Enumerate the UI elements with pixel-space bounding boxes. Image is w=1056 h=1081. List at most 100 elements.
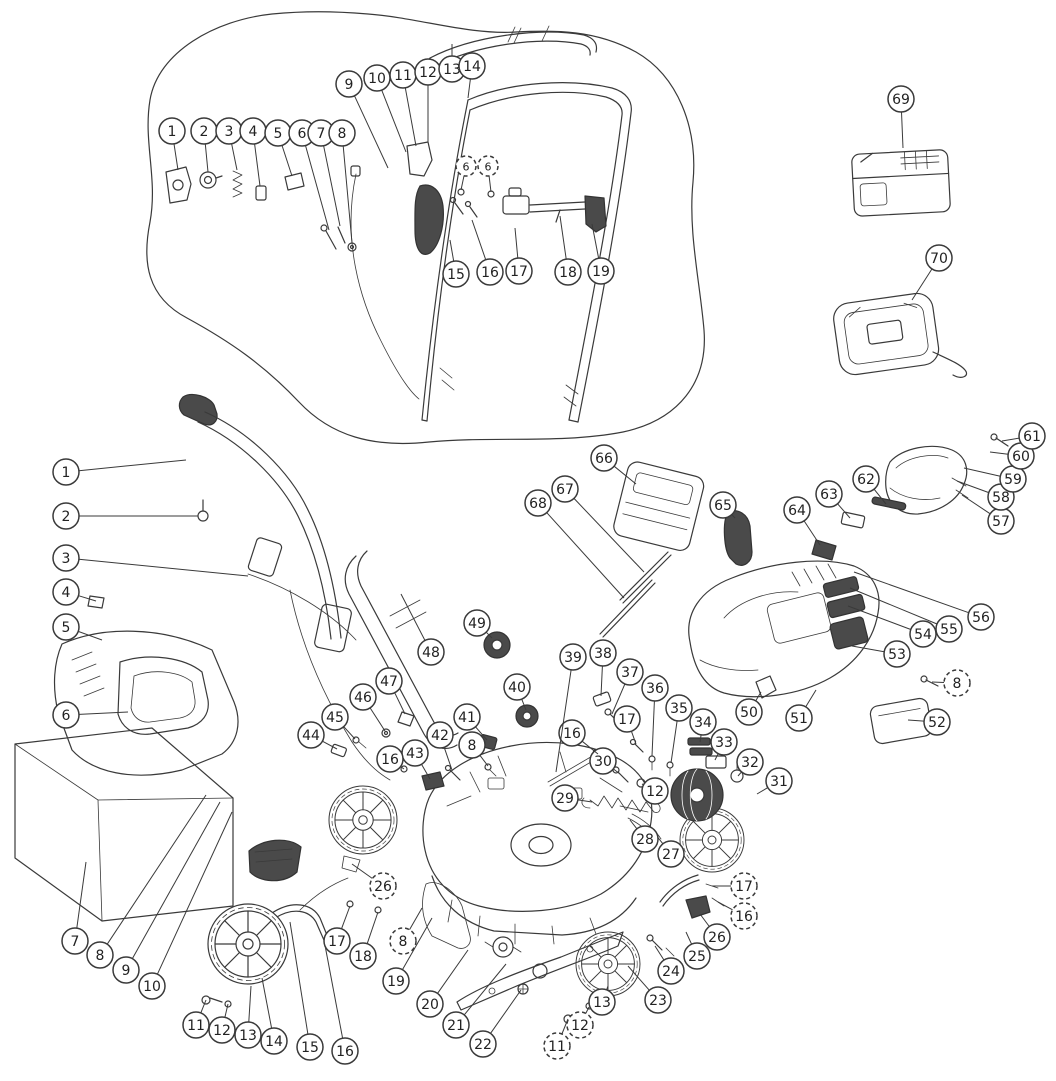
callout-bubble	[455, 155, 477, 177]
callout-number: 8	[953, 676, 962, 692]
callout-1: 1	[158, 117, 186, 171]
callout-bubble	[613, 705, 641, 733]
callout-42: 42	[426, 721, 454, 771]
callout-8: 8	[458, 731, 489, 767]
callout-24: 24	[654, 945, 685, 985]
callout-22: 22	[469, 989, 522, 1058]
leader-line	[577, 799, 593, 803]
callout-number: 13	[593, 995, 611, 1011]
leader-line	[907, 719, 925, 722]
callout-28: 28	[629, 819, 659, 853]
callout-number: 24	[662, 964, 680, 980]
callout-number: 6	[485, 161, 492, 174]
callout-46: 46	[349, 683, 386, 732]
callout-8: 8	[86, 794, 207, 969]
callout-53: 53	[851, 640, 911, 668]
callout-number: 18	[354, 949, 372, 965]
leader-line	[381, 89, 407, 153]
callout-number: 34	[694, 715, 712, 731]
callout-58: 58	[956, 480, 1015, 511]
callout-15: 15	[442, 239, 470, 288]
callout-bubble	[631, 825, 659, 853]
callout-48: 48	[400, 593, 445, 666]
callout-bubble	[321, 703, 349, 731]
callout-number: 15	[301, 1040, 319, 1056]
callout-bubble	[349, 683, 377, 711]
callout-number: 40	[508, 680, 526, 696]
callout-number: 36	[646, 681, 664, 697]
callout-8: 8	[328, 119, 356, 244]
callout-61: 61	[1001, 422, 1046, 450]
callout-number: 6	[62, 708, 71, 724]
callout-4: 4	[239, 117, 267, 187]
leader-line	[485, 631, 493, 639]
callout-number: 51	[790, 711, 808, 727]
leader-line	[611, 683, 626, 715]
callout-56: 56	[853, 571, 995, 631]
callout-5: 5	[264, 119, 293, 177]
leader-line	[961, 494, 991, 515]
leader-line	[394, 692, 406, 715]
callout-bubble	[710, 728, 738, 756]
leader-line	[521, 698, 527, 711]
callout-25: 25	[683, 931, 711, 970]
callout-number: 19	[592, 264, 610, 280]
callout-bubble	[709, 491, 737, 519]
callout-47: 47	[375, 667, 406, 715]
callout-number: 38	[594, 646, 612, 662]
callout-number: 63	[820, 487, 838, 503]
leader-line	[369, 707, 386, 732]
callout-5: 5	[52, 613, 103, 641]
leader-line	[78, 459, 187, 472]
callout-32: 32	[736, 748, 764, 777]
callout-bubble	[943, 669, 971, 697]
callout-number: 1	[62, 465, 71, 481]
callout-57: 57	[961, 494, 1015, 535]
leader-line	[873, 488, 887, 505]
leader-line	[341, 905, 351, 929]
callout-12: 12	[566, 1006, 594, 1039]
callout-number: 6	[463, 161, 470, 174]
leader-line	[342, 145, 353, 244]
leader-line	[629, 819, 638, 830]
callout-26: 26	[351, 863, 397, 900]
leader-line	[931, 681, 945, 683]
line-art	[14, 11, 1009, 1024]
callout-bubble	[86, 941, 114, 969]
leader-line	[613, 465, 637, 485]
callout-bubble	[909, 620, 937, 648]
callout-number: 39	[564, 650, 582, 666]
callout-60: 60	[989, 442, 1035, 470]
callout-bubble	[369, 872, 397, 900]
callout-number: 66	[595, 451, 613, 467]
callout-number: 12	[419, 65, 437, 81]
leader-line	[479, 754, 489, 767]
callout-number: 5	[62, 620, 71, 636]
callout-bubble	[588, 988, 616, 1016]
leader-line	[559, 215, 567, 260]
callout-number: 17	[328, 934, 346, 950]
leader-line	[963, 467, 1001, 477]
callout-number: 16	[381, 752, 399, 768]
callout-70: 70	[911, 244, 953, 301]
callout-bubble	[382, 967, 410, 995]
callout-bubble	[785, 704, 813, 732]
callout-bubble	[234, 1021, 262, 1049]
callout-number: 16	[481, 265, 499, 281]
callout-11: 11	[543, 1018, 571, 1060]
leader-line	[756, 787, 769, 795]
callout-54: 54	[847, 605, 937, 648]
callout-bubble	[453, 703, 481, 731]
callout-bubble	[52, 544, 80, 572]
callout-34: 34	[689, 708, 717, 743]
leader-line	[78, 558, 249, 577]
callout-bubble	[736, 748, 764, 776]
leader-line	[467, 78, 471, 99]
callout-69: 69	[887, 85, 915, 149]
callout-67: 67	[551, 475, 645, 573]
callout-number: 64	[788, 503, 806, 519]
callout-6: 6	[477, 155, 499, 193]
leader-line	[627, 965, 650, 991]
